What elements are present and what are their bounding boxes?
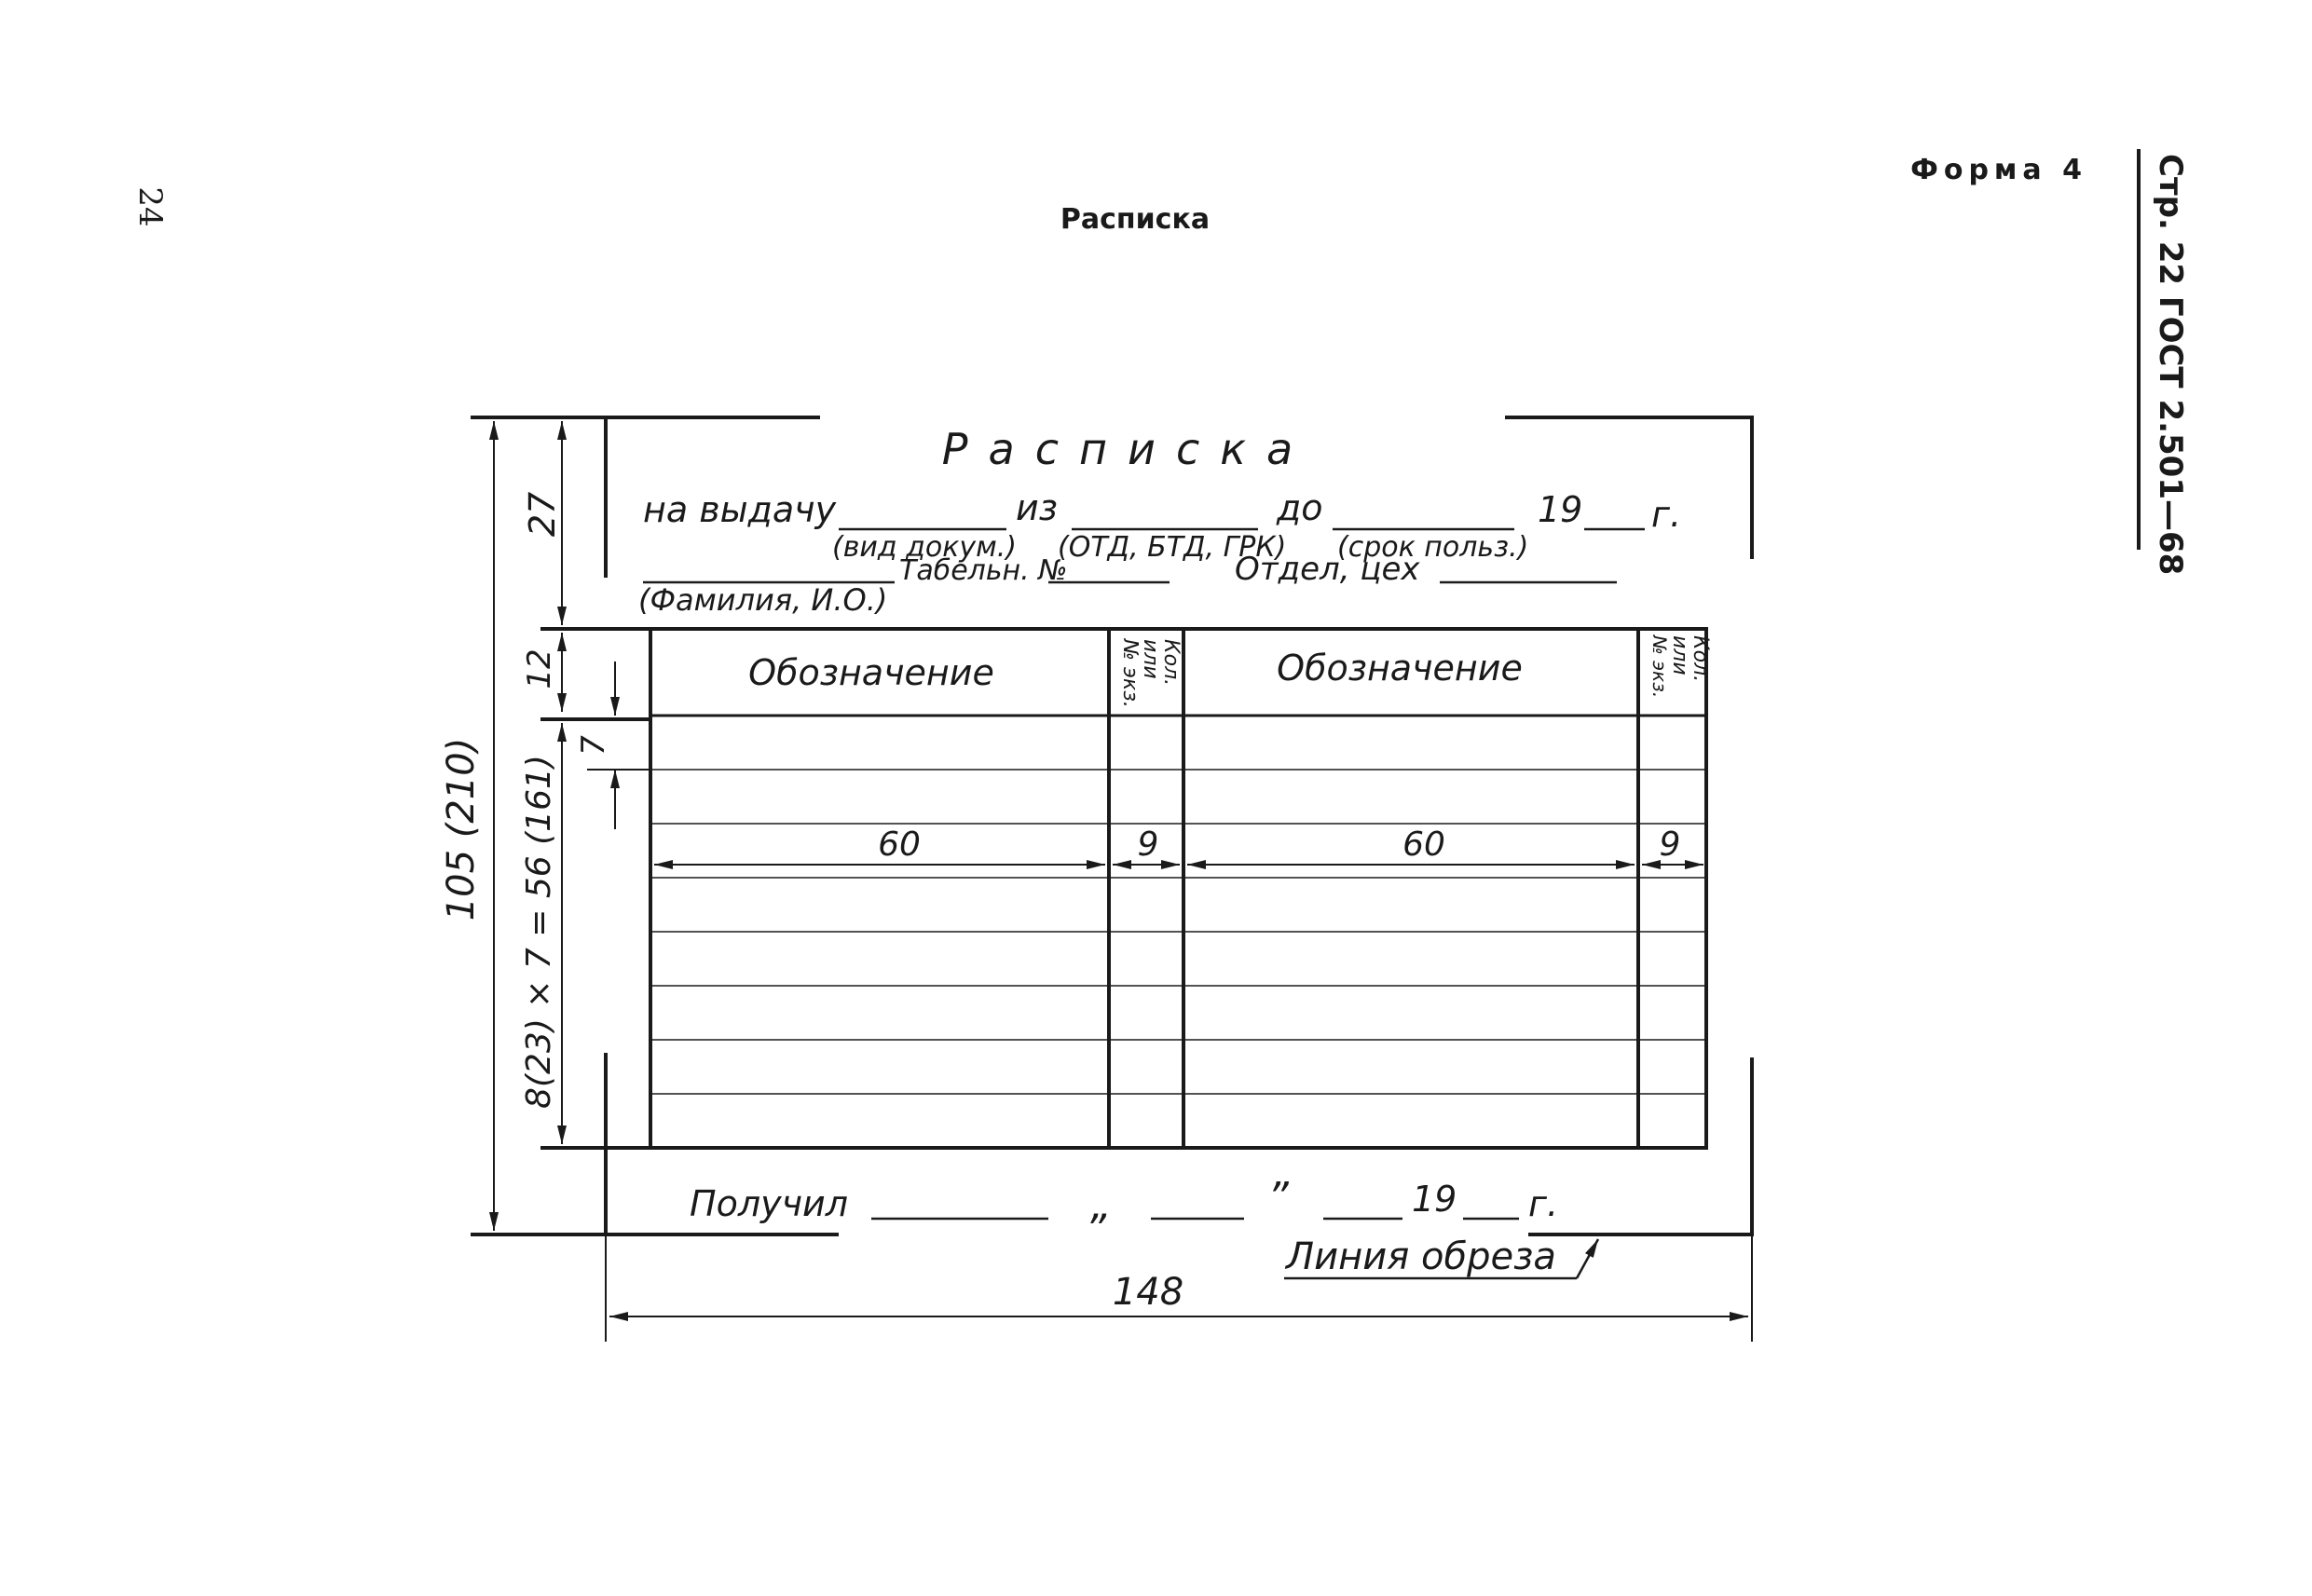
- dim-col-narrow-2: 9: [1660, 825, 1681, 864]
- col4-header-line2: или: [1668, 635, 1691, 675]
- col1-header: Обозначение: [748, 652, 994, 693]
- dim-table-header-height: 12: [521, 648, 558, 689]
- term-caption: (срок польз.): [1337, 531, 1528, 564]
- received-label: Получил: [690, 1183, 848, 1224]
- width-dimension: [605, 1235, 1753, 1342]
- col2-header: Кол. или № экз.: [1118, 638, 1183, 708]
- col4-header: Кол. или № экз.: [1648, 634, 1712, 698]
- dim-col-wide-2: 60: [1402, 825, 1445, 864]
- dim-total-height: 105 (210): [440, 738, 483, 921]
- col2-header-line3: № экз.: [1118, 638, 1142, 708]
- page-number: 24: [131, 186, 169, 226]
- dim-row-height: 7: [575, 735, 612, 756]
- name-caption: (Фамилия, И.О.): [638, 582, 887, 618]
- page-heading: Расписка: [1060, 203, 1210, 236]
- cut-line-leader: [1575, 1238, 1600, 1279]
- tab-number-label: Табельн. №: [899, 554, 1067, 587]
- quote-close: ”: [1267, 1174, 1290, 1221]
- dim-col-wide-1: 60: [878, 825, 921, 864]
- footer-year-label: 19: [1412, 1179, 1457, 1220]
- col2-header-line1: Кол.: [1159, 639, 1183, 686]
- to-label: до: [1276, 487, 1323, 528]
- col4-header-line3: № экз.: [1648, 634, 1671, 698]
- vertical-dimension-lines: [489, 421, 650, 1231]
- form-title: Расписка: [942, 424, 1313, 474]
- col2-header-line2: или: [1139, 639, 1162, 679]
- dim-col-narrow-1: 9: [1138, 825, 1159, 864]
- year-label: 19: [1538, 489, 1582, 530]
- from-label: из: [1016, 487, 1058, 528]
- year-suffix: г.: [1651, 494, 1681, 535]
- doc-type-caption: (вид докум.): [832, 531, 1017, 564]
- col3-header: Обозначение: [1277, 648, 1523, 689]
- standard-reference: Стр. 22 ГОСТ 2.501—68: [2152, 154, 2189, 575]
- table-grid: [649, 627, 1708, 1150]
- footer-year-suffix: г.: [1528, 1183, 1558, 1224]
- department-label: Отдел, цех: [1235, 551, 1420, 588]
- col4-header-line1: Кол.: [1689, 635, 1712, 682]
- form-label: Форма 4: [1910, 154, 2087, 186]
- dim-header-height: 27: [522, 492, 563, 537]
- dim-rows-formula: 8(23) × 7 = 56 (161): [520, 755, 558, 1109]
- dept-caption: (ОТД, БТД, ГРК): [1058, 531, 1286, 564]
- quote-open: „: [1090, 1181, 1112, 1229]
- dim-total-width: 148: [1113, 1271, 1183, 1314]
- issue-label: на выдачу: [643, 489, 837, 530]
- cut-line-label: Линия обреза: [1284, 1235, 1556, 1278]
